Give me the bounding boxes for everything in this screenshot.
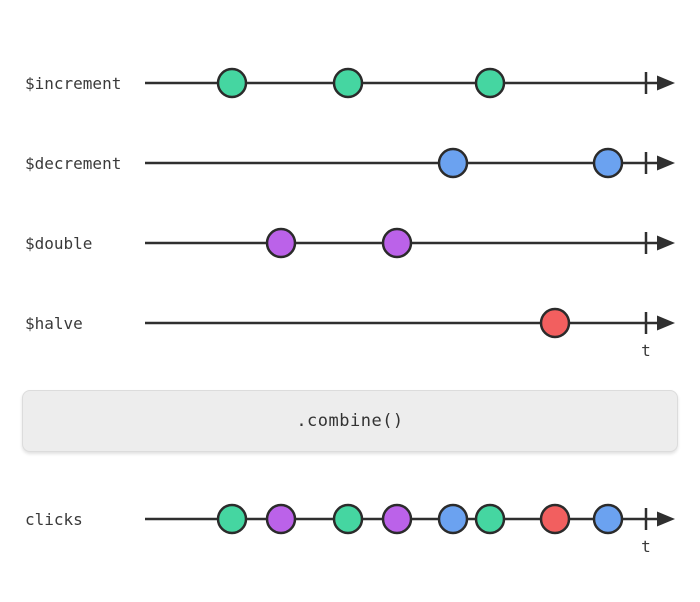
marble-green xyxy=(332,503,364,535)
time-axis-label: t xyxy=(641,537,651,556)
marble-green xyxy=(216,503,248,535)
timeline-arrowhead-icon xyxy=(657,315,675,331)
marble-purple xyxy=(381,227,413,259)
combine-operator-box: .combine() xyxy=(22,390,678,452)
stream-row: $decrement xyxy=(0,123,700,203)
stream-timeline xyxy=(145,227,675,259)
operator-label: .combine() xyxy=(296,411,404,431)
stream-row: $double xyxy=(0,203,700,283)
timeline-arrowhead-icon xyxy=(657,155,675,171)
timeline-arrowhead-icon xyxy=(657,235,675,251)
stream-label: $increment xyxy=(25,73,122,93)
marble-red xyxy=(539,307,571,339)
marble-green xyxy=(474,67,506,99)
marble-purple xyxy=(265,503,297,535)
stream-row: clicks t xyxy=(0,479,700,559)
stream-row: $halve t xyxy=(0,283,700,363)
stream-label: $double xyxy=(25,233,93,253)
stream-timeline xyxy=(145,147,675,179)
marble-red xyxy=(539,503,571,535)
input-streams: $increment $decrement $double $halve t xyxy=(0,43,700,363)
marble-green xyxy=(474,503,506,535)
marble-purple xyxy=(265,227,297,259)
marble-blue xyxy=(592,503,624,535)
marble-green xyxy=(216,67,248,99)
time-axis-label: t xyxy=(641,341,651,360)
marble-blue xyxy=(592,147,624,179)
result-stream: clicks t xyxy=(0,479,700,559)
marble-blue xyxy=(437,503,469,535)
marble-blue xyxy=(437,147,469,179)
timeline-arrowhead-icon xyxy=(657,511,675,527)
stream-label: clicks xyxy=(25,509,83,529)
timeline-arrowhead-icon xyxy=(657,75,675,91)
stream-timeline: t xyxy=(145,503,675,556)
marble-green xyxy=(332,67,364,99)
stream-timeline: t xyxy=(145,307,675,360)
stream-timeline xyxy=(145,67,675,99)
marble-purple xyxy=(381,503,413,535)
stream-label: $halve xyxy=(25,313,83,333)
stream-label: $decrement xyxy=(25,153,122,173)
stream-row: $increment xyxy=(0,43,700,123)
